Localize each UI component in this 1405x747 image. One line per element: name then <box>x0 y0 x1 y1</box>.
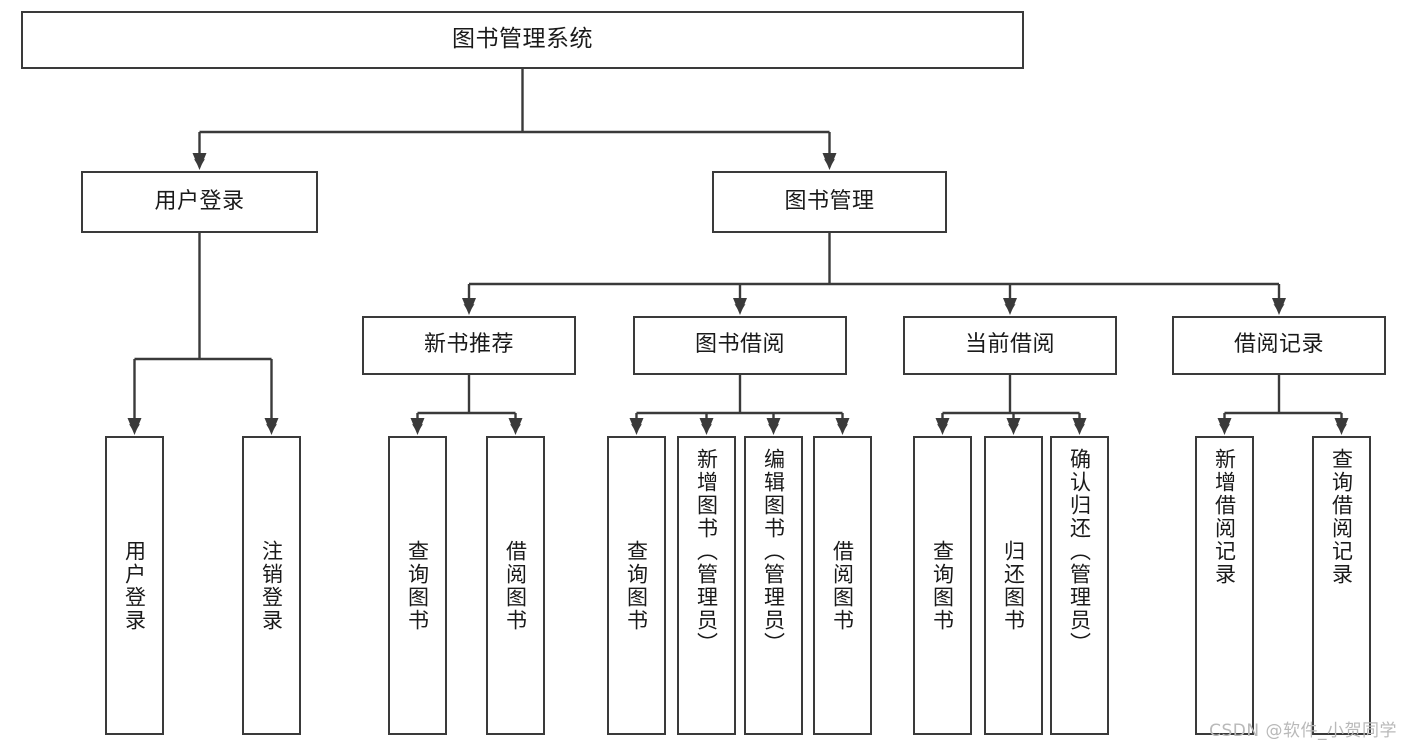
node-label: 用户登录 <box>122 539 147 632</box>
arrowhead-icon <box>1217 418 1232 435</box>
node-l-edit[interactable]: 编辑图书（管理员） <box>744 436 803 735</box>
node-label: 新增图书（管理员） <box>694 448 719 655</box>
node-label: 新书推荐 <box>423 332 514 358</box>
node-label: 编辑图书（管理员） <box>761 448 786 655</box>
node-label: 借阅图书 <box>503 539 528 632</box>
node-label: 用户登录 <box>154 188 245 214</box>
node-label: 查询图书 <box>930 539 955 632</box>
node-label: 查询借阅记录 <box>1329 448 1354 586</box>
watermark-label: CSDN @软件_小贺同学 <box>1209 721 1397 741</box>
node-newbook[interactable]: 新书推荐 <box>362 316 576 375</box>
arrowhead-icon <box>127 418 142 435</box>
node-l-confirm[interactable]: 确认归还（管理员） <box>1050 436 1109 735</box>
node-l-login[interactable]: 用户登录 <box>105 436 164 735</box>
node-label: 注销登录 <box>259 539 284 632</box>
node-bookmgmt[interactable]: 图书管理 <box>712 171 947 233</box>
node-label: 图书管理 <box>784 188 875 214</box>
node-label: 借阅图书 <box>830 539 855 632</box>
node-current[interactable]: 当前借阅 <box>903 316 1117 375</box>
node-label: 归还图书 <box>1001 539 1026 632</box>
node-login[interactable]: 用户登录 <box>81 171 318 233</box>
arrowhead-icon <box>462 298 476 315</box>
node-l-logout[interactable]: 注销登录 <box>242 436 301 735</box>
edges <box>127 69 1349 435</box>
node-l-queryrec[interactable]: 查询借阅记录 <box>1312 436 1371 735</box>
arrowhead-icon <box>410 418 425 435</box>
node-l-add[interactable]: 新增图书（管理员） <box>677 436 736 735</box>
arrowhead-icon <box>835 418 850 435</box>
node-label: 查询图书 <box>405 539 430 632</box>
arrowhead-icon <box>1334 418 1349 435</box>
node-label: 新增借阅记录 <box>1212 448 1237 586</box>
arrowhead-icon <box>1272 298 1286 315</box>
node-l-query1[interactable]: 查询图书 <box>388 436 447 735</box>
node-label: 当前借阅 <box>964 332 1055 358</box>
arrowhead-icon <box>766 418 781 435</box>
arrowhead-icon <box>1003 298 1017 315</box>
node-borrow[interactable]: 图书借阅 <box>633 316 847 375</box>
node-l-query3[interactable]: 查询图书 <box>913 436 972 735</box>
node-records[interactable]: 借阅记录 <box>1172 316 1386 375</box>
arrowhead-icon <box>1006 418 1021 435</box>
arrowhead-icon <box>192 153 207 170</box>
node-l-addrec[interactable]: 新增借阅记录 <box>1195 436 1254 735</box>
arrowhead-icon <box>699 418 714 435</box>
node-label: 查询图书 <box>624 539 649 632</box>
node-l-query2[interactable]: 查询图书 <box>607 436 666 735</box>
arrowhead-icon <box>508 418 523 435</box>
arrowhead-icon <box>733 298 747 315</box>
node-root[interactable]: 图书管理系统 <box>21 11 1024 69</box>
node-label: 借阅记录 <box>1233 332 1324 358</box>
arrowhead-icon <box>935 418 950 435</box>
node-label: 确认归还（管理员） <box>1067 448 1092 655</box>
node-l-borrow1[interactable]: 借阅图书 <box>486 436 545 735</box>
arrowhead-icon <box>629 418 644 435</box>
node-l-return[interactable]: 归还图书 <box>984 436 1043 735</box>
arrowhead-icon <box>1072 418 1087 435</box>
node-l-borrow2[interactable]: 借阅图书 <box>813 436 872 735</box>
arrowhead-icon <box>264 418 279 435</box>
node-label: 图书管理系统 <box>452 26 593 53</box>
node-label: 图书借阅 <box>694 332 785 358</box>
arrowhead-icon <box>822 153 837 170</box>
